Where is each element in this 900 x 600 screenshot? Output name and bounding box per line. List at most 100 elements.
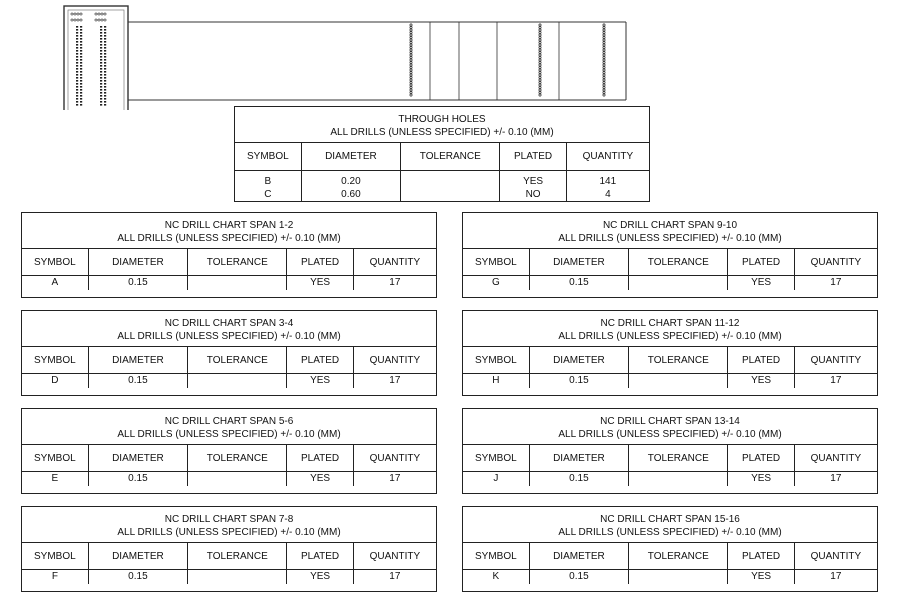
via-mark: [602, 88, 606, 92]
pad-mark: [104, 38, 107, 40]
pad-mark: [104, 32, 107, 34]
header-diameter: DIAMETER: [87, 445, 188, 472]
pad-mark: [100, 38, 103, 40]
drill-table: SYMBOL DIAMETER TOLERANCE PLATED QUANTIT…: [463, 347, 877, 388]
pad-mark: [104, 29, 107, 31]
pad-mark: [104, 80, 107, 82]
header-plated: PLATED: [499, 143, 567, 171]
cell-quantity: 17: [793, 471, 877, 486]
via-mark: [602, 76, 606, 79]
hole-mark: [70, 18, 74, 22]
via-mark: [409, 53, 413, 57]
cell-plated: YES: [727, 569, 795, 584]
via-mark: [538, 71, 542, 74]
cell-plated: YES: [286, 275, 354, 290]
pad-mark: [104, 83, 107, 85]
via-mark: [409, 26, 413, 29]
pad-mark: [80, 56, 83, 58]
cell-plated: NO: [499, 188, 567, 201]
cell-diameter: 0.15: [87, 471, 188, 486]
cell-diameter: 0.20: [300, 170, 401, 188]
pad-mark: [76, 32, 79, 34]
chart-title-line1: NC DRILL CHART SPAN 15-16: [600, 514, 740, 525]
header-quantity: QUANTITY: [565, 143, 649, 171]
cell-diameter: 0.15: [528, 373, 629, 388]
table-header-row: SYMBOL DIAMETER TOLERANCE PLATED QUANTIT…: [22, 543, 436, 570]
via-mark: [538, 63, 542, 67]
pad-mark: [80, 38, 83, 40]
pad-mark: [80, 53, 83, 55]
via-mark: [602, 73, 606, 77]
table-row: D 0.15 YES 17: [22, 373, 436, 388]
pad-mark: [104, 98, 107, 100]
pad-mark: [76, 98, 79, 100]
via-mark: [538, 46, 542, 49]
header-symbol: SYMBOL: [463, 249, 530, 276]
pad-mark: [76, 92, 79, 94]
via-mark: [602, 61, 606, 64]
pad-mark: [100, 41, 103, 43]
header-diameter: DIAMETER: [528, 445, 629, 472]
via-mark: [409, 51, 413, 54]
header-tolerance: TOLERANCE: [187, 543, 287, 570]
chart-title: NC DRILL CHART SPAN 1-2 ALL DRILLS (UNLE…: [22, 213, 436, 249]
header-diameter: DIAMETER: [87, 347, 188, 374]
cell-quantity: 17: [793, 275, 877, 290]
chart-title-line1: NC DRILL CHART SPAN 3-4: [164, 318, 294, 329]
table-row: E 0.15 YES 17: [22, 471, 436, 486]
cell-diameter: 0.15: [87, 569, 188, 584]
cell-tolerance: [400, 170, 500, 188]
pad-mark: [76, 53, 79, 55]
via-mark: [409, 31, 413, 34]
cell-tolerance: [187, 471, 287, 486]
header-tolerance: TOLERANCE: [628, 543, 728, 570]
chart-title: NC DRILL CHART SPAN 9-10 ALL DRILLS (UNL…: [463, 213, 877, 249]
pad-mark: [76, 44, 79, 46]
via-mark: [409, 91, 413, 94]
pad-mark: [80, 104, 83, 106]
hole-mark: [73, 12, 77, 16]
via-mark: [602, 58, 606, 62]
cell-symbol: B: [264, 176, 272, 187]
via-mark: [602, 86, 606, 89]
chart-title-line1: NC DRILL CHART SPAN 9-10: [602, 220, 738, 231]
header-tolerance: TOLERANCE: [628, 249, 728, 276]
drill-table: SYMBOL DIAMETER TOLERANCE PLATED QUANTIT…: [463, 249, 877, 290]
cell-quantity: 17: [352, 275, 436, 290]
drill-chart-span-7-8: NC DRILL CHART SPAN 7-8 ALL DRILLS (UNLE…: [21, 506, 437, 592]
header-quantity: QUANTITY: [352, 347, 436, 374]
pad-mark: [80, 95, 83, 97]
pcb-outline-drawing: [63, 5, 627, 110]
table-header-row: SYMBOL DIAMETER TOLERANCE PLATED QUANTIT…: [463, 249, 877, 276]
pad-mark: [80, 50, 83, 52]
via-mark: [409, 43, 413, 47]
via-mark: [538, 93, 542, 97]
cell-plated: YES: [286, 569, 354, 584]
via-mark: [602, 53, 606, 57]
pad-mark: [104, 71, 107, 73]
pad-mark: [104, 50, 107, 52]
pad-mark: [100, 47, 103, 49]
header-symbol: SYMBOL: [22, 445, 89, 472]
pad-mark: [76, 59, 79, 61]
table-row: K 0.15 YES 17: [463, 569, 877, 584]
header-plated: PLATED: [286, 249, 354, 276]
chart-title-line2: ALL DRILLS (UNLESS SPECIFIED) +/- 0.10 (…: [558, 429, 782, 440]
hole-mark: [97, 18, 101, 22]
pad-mark: [100, 35, 103, 37]
header-quantity: QUANTITY: [352, 249, 436, 276]
header-symbol: SYMBOL: [463, 347, 530, 374]
via-mark: [538, 76, 542, 79]
via-mark: [409, 58, 413, 62]
pad-mark: [104, 26, 107, 28]
header-plated: PLATED: [286, 347, 354, 374]
via-mark: [602, 56, 606, 59]
pad-mark: [100, 26, 103, 28]
cell-symbol: D: [51, 375, 59, 386]
via-mark: [602, 46, 606, 49]
table-row: H 0.15 YES 17: [463, 373, 877, 388]
via-mark: [409, 73, 413, 77]
pad-mark: [76, 89, 79, 91]
drill-chart-span-13-14: NC DRILL CHART SPAN 13-14 ALL DRILLS (UN…: [462, 408, 878, 494]
table-header-row: SYMBOL DIAMETER TOLERANCE PLATED QUANTIT…: [22, 445, 436, 472]
